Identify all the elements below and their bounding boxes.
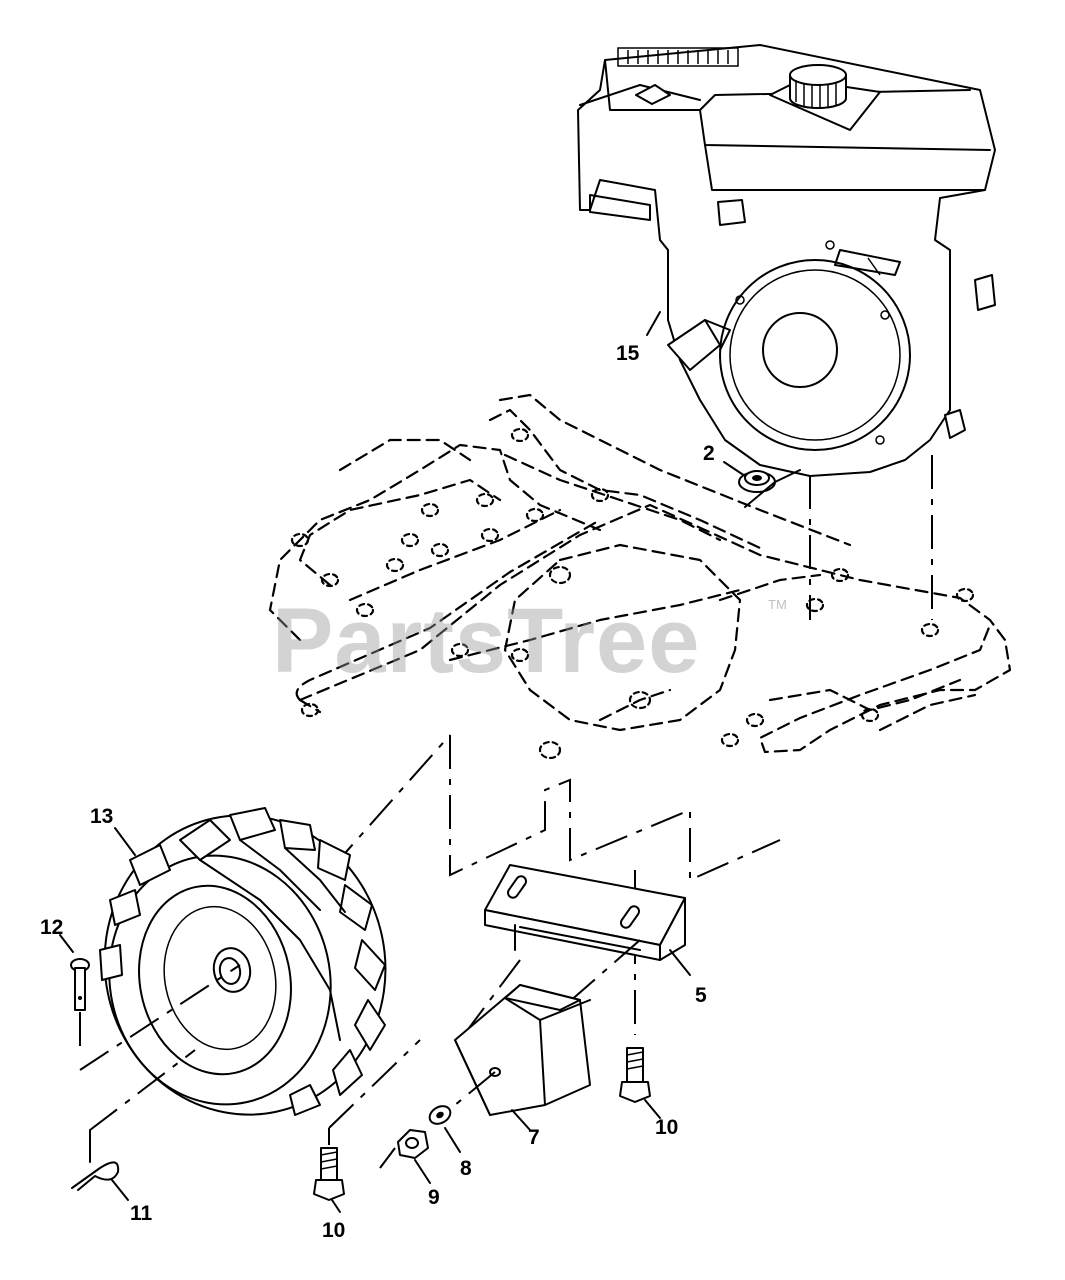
watermark: PartsTree (272, 590, 701, 692)
callout-8[interactable]: 8 (460, 1157, 472, 1180)
mounting-bracket-icon[interactable] (484, 864, 686, 961)
clevis-pin-icon[interactable] (70, 958, 90, 1011)
callout-5[interactable]: 5 (695, 984, 707, 1007)
flange-nut-icon[interactable] (738, 469, 801, 508)
bolt-icon[interactable] (313, 1147, 345, 1201)
bolt-icon[interactable] (619, 1047, 651, 1103)
engine-icon[interactable] (577, 44, 996, 477)
callout-2[interactable]: 2 (703, 442, 715, 465)
nut-icon[interactable] (397, 1129, 429, 1159)
tiller-frame-icon (268, 393, 1012, 760)
callout-9[interactable]: 9 (428, 1186, 440, 1209)
callout-10-right[interactable]: 10 (655, 1116, 679, 1139)
watermark-trademark: TM (768, 597, 787, 612)
callout-15[interactable]: 15 (616, 342, 640, 365)
callout-7[interactable]: 7 (528, 1126, 540, 1149)
callout-10-left[interactable]: 10 (322, 1219, 346, 1242)
wheel-weight-icon[interactable] (454, 984, 591, 1116)
callout-11[interactable]: 11 (130, 1202, 153, 1225)
callout-12[interactable]: 12 (40, 916, 64, 939)
washer-icon[interactable] (426, 1103, 453, 1128)
wheel-tire-icon[interactable] (77, 789, 413, 1141)
callout-13[interactable]: 13 (90, 805, 114, 828)
hairpin-cotter-icon[interactable] (71, 1129, 120, 1191)
